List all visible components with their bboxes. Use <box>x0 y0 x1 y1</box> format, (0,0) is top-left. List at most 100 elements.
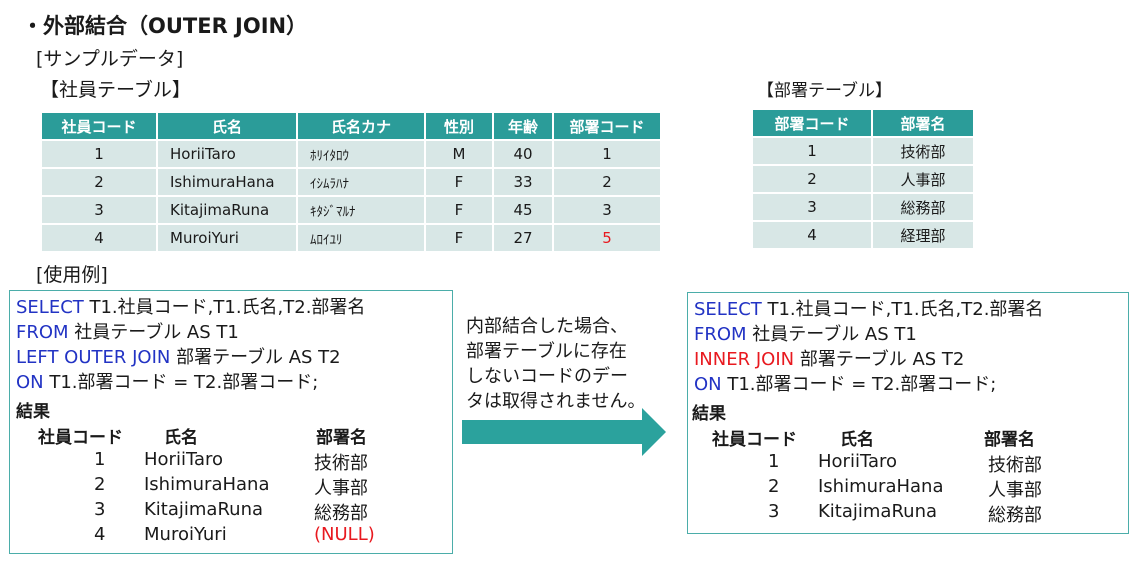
header-cell: 年齢 <box>494 113 552 139</box>
cell: F <box>426 197 492 223</box>
result-col-header: 社員コード <box>712 430 797 450</box>
note-line: しないコードのデー <box>466 366 628 387</box>
employee-table-label: 【社員テーブル】 <box>40 79 191 101</box>
result-label: 結果 <box>692 404 726 424</box>
left-outer-join-example: SELECT T1.社員コード,T1.氏名,T2.部署名 FROM 社員テーブル… <box>9 290 453 554</box>
sql-line: FROM 社員テーブル AS T1 <box>16 320 239 345</box>
cell: 技術部 <box>873 138 973 164</box>
note-line: 内部結合した場合、 <box>466 316 628 337</box>
result-cell: 3 <box>94 499 106 520</box>
department-table: 部署コード 部署名 1 技術部 2 人事部 3 総務部 4 経理部 <box>751 108 975 250</box>
result-cell: 技術部 <box>988 455 1042 476</box>
sample-data-label: [サンプルデータ] <box>36 48 184 70</box>
cell: ｷﾀｼﾞﾏﾙﾅ <box>298 197 424 223</box>
cell: 4 <box>42 225 156 251</box>
result-cell: HoriiTaro <box>818 451 898 472</box>
cell: 1 <box>753 138 871 164</box>
header-cell: 部署コード <box>554 113 660 139</box>
inner-join-example: SELECT T1.社員コード,T1.氏名,T2.部署名 FROM 社員テーブル… <box>687 292 1129 534</box>
department-table-header: 部署コード 部署名 <box>753 110 973 136</box>
cell: 27 <box>494 225 552 251</box>
sql-line: FROM 社員テーブル AS T1 <box>694 322 917 347</box>
cell: 45 <box>494 197 552 223</box>
cell: HoriiTaro <box>158 141 296 167</box>
right-arrow-icon <box>462 408 666 456</box>
table-row: 3 総務部 <box>753 194 973 220</box>
department-table-label: 【部署テーブル】 <box>757 81 892 101</box>
cell: M <box>426 141 492 167</box>
result-cell: MuroiYuri <box>144 524 227 545</box>
sql-line: LEFT OUTER JOIN 部署テーブル AS T2 <box>16 345 341 370</box>
sql-line: INNER JOIN 部署テーブル AS T2 <box>694 347 964 372</box>
result-cell: 総務部 <box>314 503 368 524</box>
header-cell: 性別 <box>426 113 492 139</box>
note-line: 部署テーブルに存在 <box>466 341 627 362</box>
cell: 4 <box>753 222 871 248</box>
sql-line: SELECT T1.社員コード,T1.氏名,T2.部署名 <box>694 297 1043 322</box>
sql-text: 社員テーブル AS T1 <box>68 322 239 343</box>
header-cell: 氏名カナ <box>298 113 424 139</box>
result-cell: KitajimaRuna <box>144 499 264 520</box>
note-line: タは取得されません。 <box>466 391 646 412</box>
null-value: (NULL) <box>314 524 375 545</box>
table-row: 1 HoriiTaro ﾎﾘｲﾀﾛｳ M 40 1 <box>42 141 660 167</box>
cell: 3 <box>42 197 156 223</box>
cell: KitajimaRuna <box>158 197 296 223</box>
table-row: 2 人事部 <box>753 166 973 192</box>
cell: 1 <box>42 141 156 167</box>
sql-line: SELECT T1.社員コード,T1.氏名,T2.部署名 <box>16 295 365 320</box>
result-cell: 3 <box>768 501 780 522</box>
sql-text: T1.社員コード,T1.氏名,T2.部署名 <box>83 297 366 318</box>
cell: ｲｼﾑﾗﾊﾅ <box>298 169 424 195</box>
cell: IshimuraHana <box>158 169 296 195</box>
result-cell: 技術部 <box>314 453 368 474</box>
table-row: 3 KitajimaRuna ｷﾀｼﾞﾏﾙﾅ F 45 3 <box>42 197 660 223</box>
result-cell: 1 <box>94 449 106 470</box>
cell: 33 <box>494 169 552 195</box>
table-row: 4 MuroiYuri ﾑﾛｲﾕﾘ F 27 5 <box>42 225 660 251</box>
sql-line: ON T1.部署コード = T2.部署コード; <box>694 372 996 397</box>
cell: 総務部 <box>873 194 973 220</box>
header-cell: 部署コード <box>753 110 871 136</box>
result-col-header: 氏名 <box>164 428 198 448</box>
page-title: ・外部結合（OUTER JOIN） <box>22 14 308 38</box>
result-cell: IshimuraHana <box>144 474 270 495</box>
sql-text: T1.部署コード = T2.部署コード; <box>43 372 319 393</box>
unmatched-dept-code-cell: 5 <box>554 225 660 251</box>
result-cell: 2 <box>768 476 780 497</box>
result-cell: 総務部 <box>988 505 1042 526</box>
cell: F <box>426 169 492 195</box>
sql-text: 部署テーブル AS T2 <box>170 347 341 368</box>
cell: F <box>426 225 492 251</box>
cell: 3 <box>554 197 660 223</box>
cell: 1 <box>554 141 660 167</box>
result-cell: 2 <box>94 474 106 495</box>
result-cell: 4 <box>94 524 106 545</box>
cell: 2 <box>554 169 660 195</box>
table-row: 2 IshimuraHana ｲｼﾑﾗﾊﾅ F 33 2 <box>42 169 660 195</box>
sql-keyword: FROM <box>16 322 69 343</box>
header-cell: 氏名 <box>158 113 296 139</box>
cell: 2 <box>753 166 871 192</box>
header-cell: 部署名 <box>873 110 973 136</box>
sql-keyword: SELECT <box>16 297 84 318</box>
cell: 人事部 <box>873 166 973 192</box>
cell: ﾎﾘｲﾀﾛｳ <box>298 141 424 167</box>
usage-example-label: [使用例] <box>36 264 108 286</box>
sql-text: 部署テーブル AS T2 <box>794 349 965 370</box>
sql-text: T1.社員コード,T1.氏名,T2.部署名 <box>761 299 1044 320</box>
sql-keyword: FROM <box>694 324 747 345</box>
result-cell: 人事部 <box>988 480 1042 501</box>
sql-keyword: LEFT OUTER JOIN <box>16 347 171 368</box>
sql-line: ON T1.部署コード = T2.部署コード; <box>16 370 318 395</box>
employee-table-header: 社員コード 氏名 氏名カナ 性別 年齢 部署コード <box>42 113 660 139</box>
cell: ﾑﾛｲﾕﾘ <box>298 225 424 251</box>
cell: MuroiYuri <box>158 225 296 251</box>
cell: 経理部 <box>873 222 973 248</box>
inner-join-note: 内部結合した場合、 部署テーブルに存在 しないコードのデー タは取得されません。 <box>466 314 666 414</box>
header-cell: 社員コード <box>42 113 156 139</box>
sql-keyword: ON <box>694 374 722 395</box>
result-label: 結果 <box>16 402 50 422</box>
sql-keyword: INNER JOIN <box>694 349 795 370</box>
result-cell: 1 <box>768 451 780 472</box>
